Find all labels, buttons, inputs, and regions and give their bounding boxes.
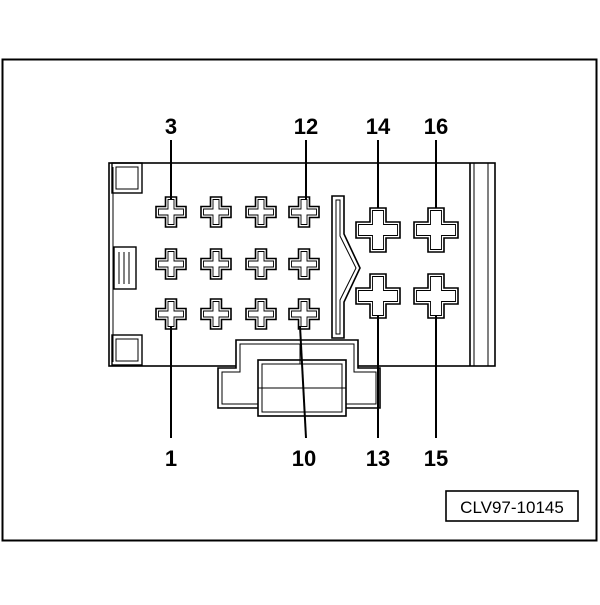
pin-cavity — [288, 298, 320, 330]
pin-cavity — [355, 207, 401, 253]
large-pin-cavities — [355, 207, 459, 319]
leader-lines — [170, 140, 437, 439]
pin-cavity — [200, 248, 232, 280]
pin-cavity — [200, 196, 232, 228]
pin-cavity — [288, 196, 320, 228]
reference-code-box: CLV97-10145 — [445, 490, 579, 522]
pin-cavity — [200, 298, 232, 330]
pin-cavity — [155, 196, 187, 228]
pin-label-15: 15 — [424, 446, 448, 471]
pin-cavity — [413, 207, 459, 253]
pin-cavity — [155, 248, 187, 280]
small-pin-cavities — [155, 196, 320, 330]
pin-label-13: 13 — [366, 446, 390, 471]
pin-label-12: 12 — [294, 114, 318, 139]
pin-label-16: 16 — [424, 114, 448, 139]
leader-pin-10 — [299, 325, 307, 439]
pin-cavity — [245, 248, 277, 280]
pin-label-3: 3 — [165, 114, 177, 139]
pin-cavity — [413, 273, 459, 319]
pin-cavity — [245, 298, 277, 330]
pin-label-10: 10 — [292, 446, 316, 471]
pin-cavity — [288, 248, 320, 280]
pin-label-14: 14 — [366, 114, 391, 139]
pin-label-1: 1 — [165, 446, 177, 471]
pin-cavity — [355, 273, 401, 319]
reference-code: CLV97-10145 — [460, 498, 564, 517]
pin-cavity — [155, 298, 187, 330]
pin-cavity — [245, 196, 277, 228]
